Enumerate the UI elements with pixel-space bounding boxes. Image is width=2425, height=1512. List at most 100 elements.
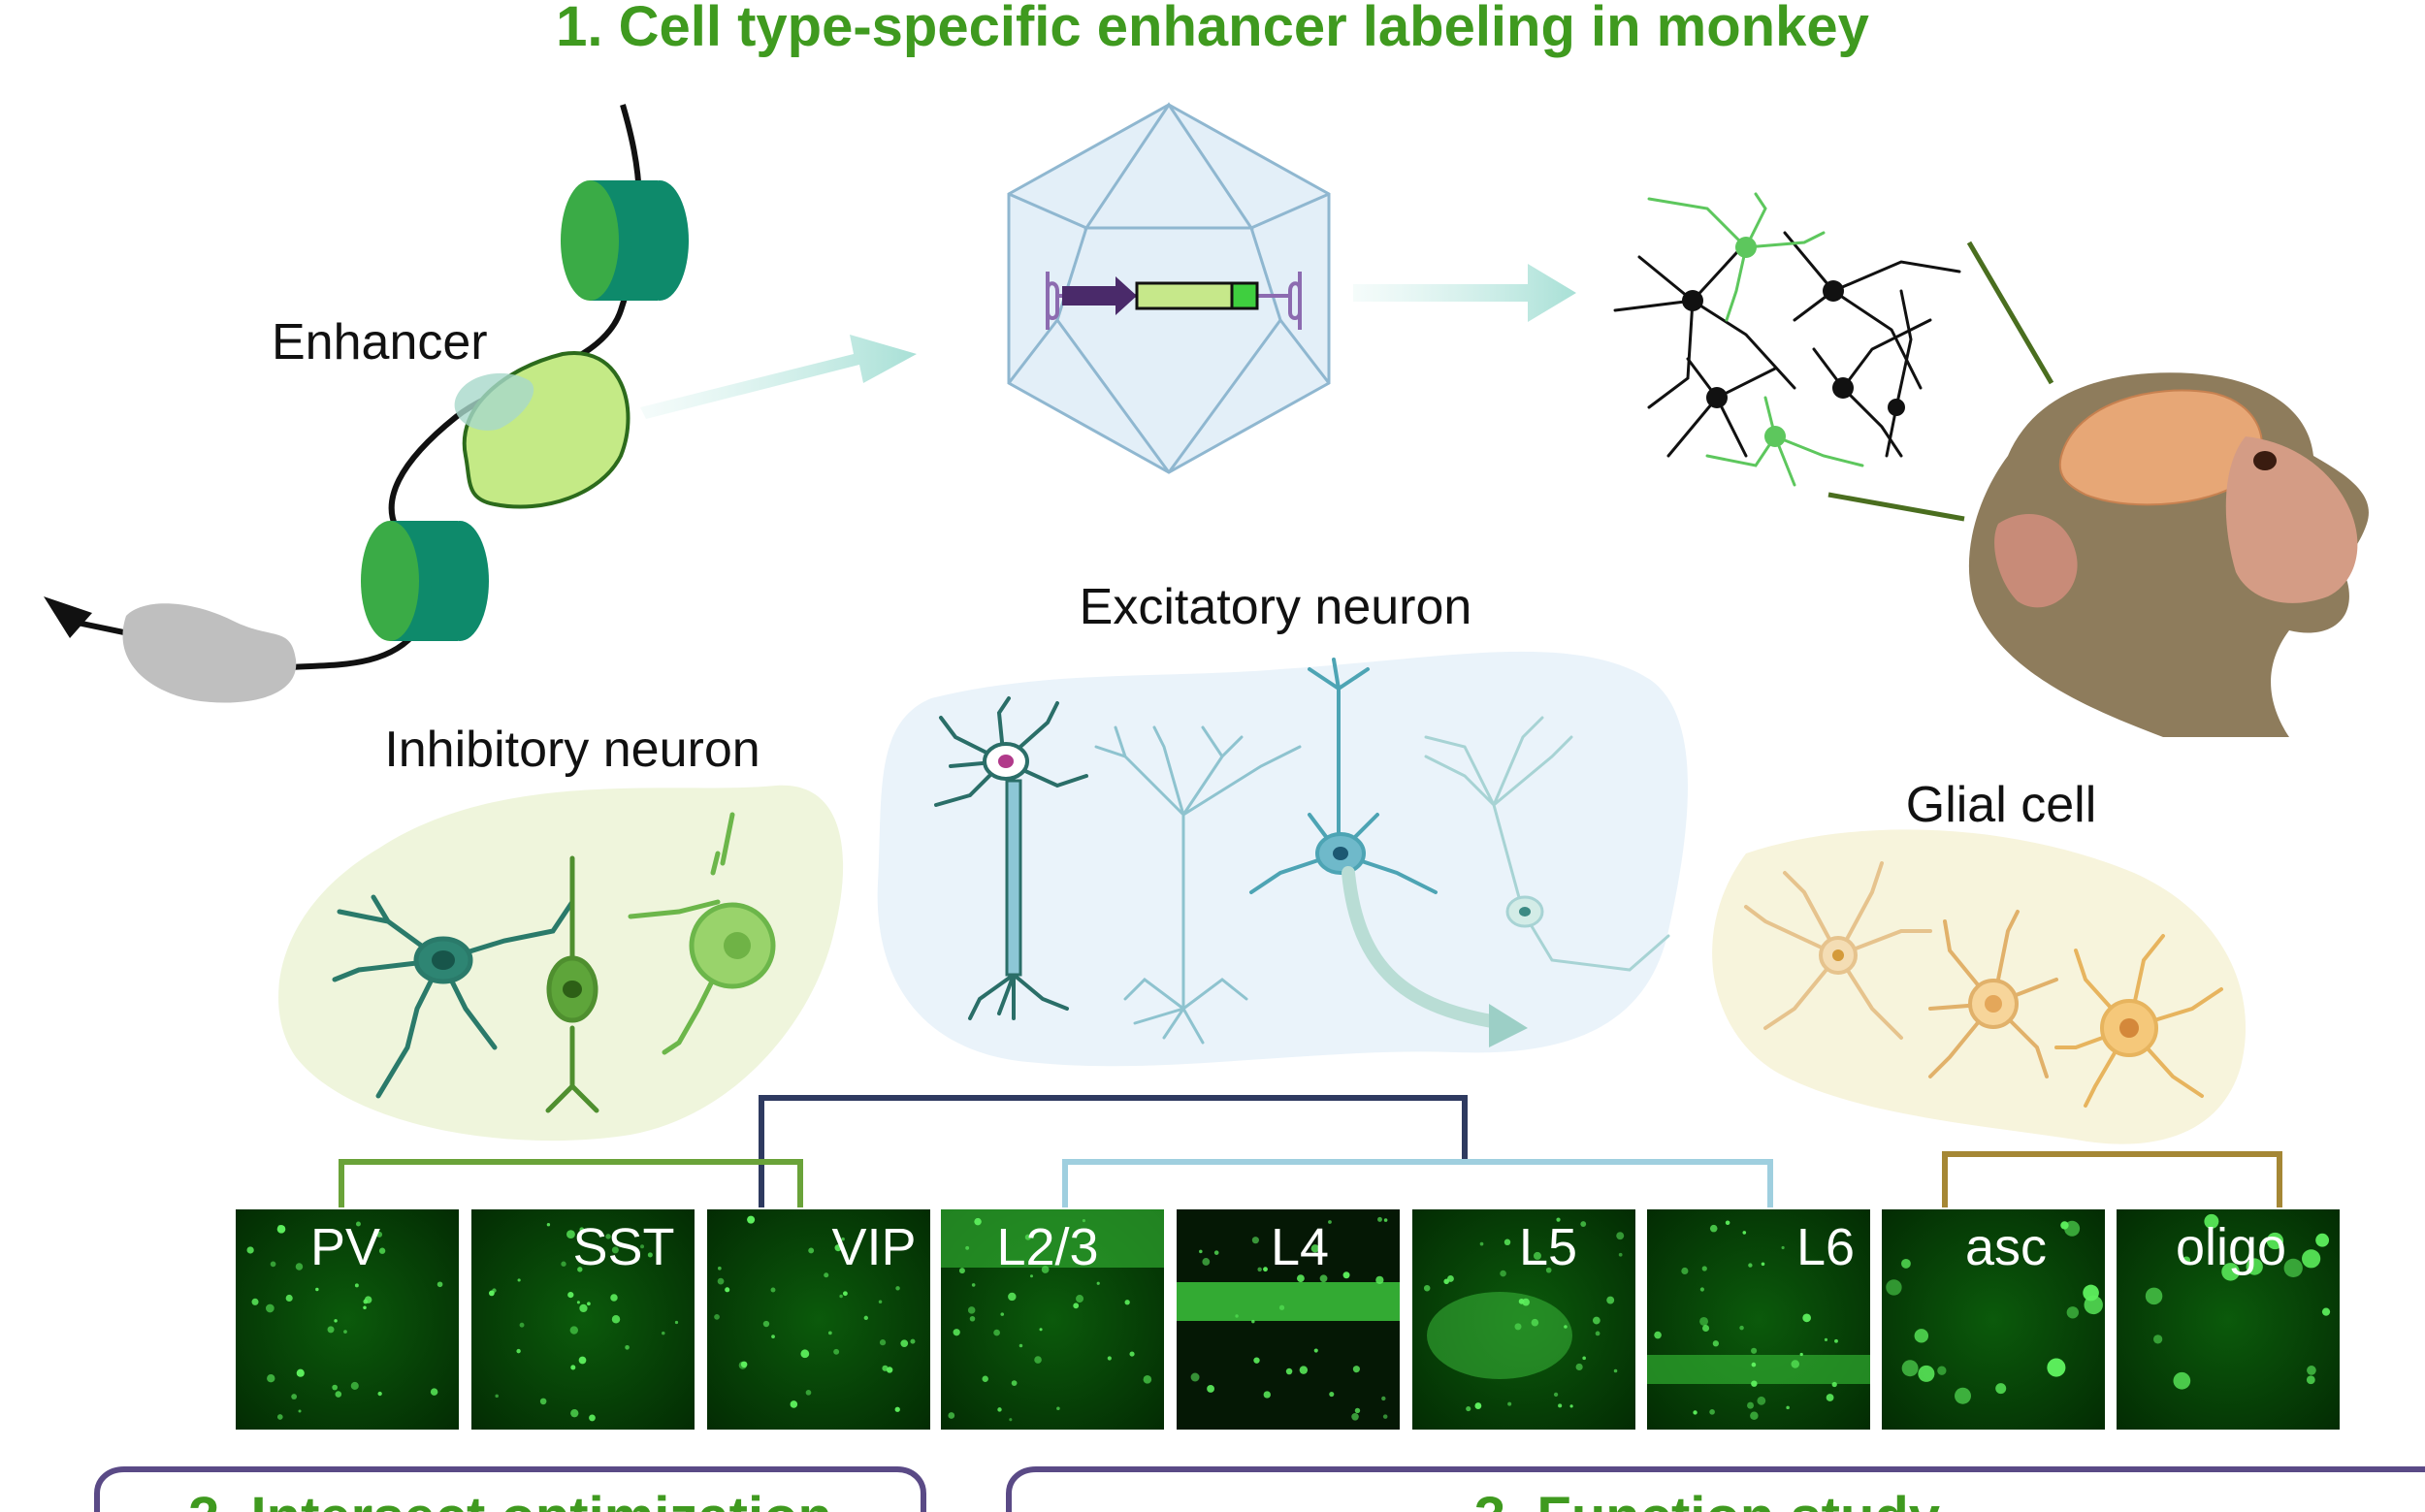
fluorescent-cell [1056,1406,1060,1410]
fluorescent-cell [270,1261,276,1268]
fluorescent-cell [1834,1338,1838,1343]
fluorescent-cell [2283,1258,2303,1278]
fluorescent-cell [1039,1328,1043,1332]
nucleosome-icon [561,180,689,301]
fluorescent-cell [662,1331,665,1335]
glial-cells-icon [1744,861,2223,1108]
fluorescent-cell [717,1266,722,1271]
neuron-network-icon [1613,192,1961,487]
fluorescent-cell [570,1365,576,1370]
fluorescent-cell [1235,1314,1239,1318]
fluorescent-cell [2145,1287,2163,1305]
fluorescent-cell [569,1326,579,1335]
fluorescent-cell [363,1305,367,1310]
fluorescent-cell [1564,1325,1568,1329]
fluorescence-tile [236,1209,459,1430]
fluorescent-cell [1129,1351,1135,1357]
flow-arrow-icon [640,335,917,419]
fluorescent-cell [378,1247,386,1254]
fluorescent-cell [267,1374,275,1383]
fluorescent-cell [1742,1231,1747,1235]
fluorescent-cell [714,1313,720,1320]
zoom-line [1827,492,1965,522]
fluorescent-cell [1202,1258,1211,1266]
fluorescent-cell [886,1367,893,1373]
fluorescent-cell [611,1246,619,1254]
fluorescent-cell [1278,1304,1285,1310]
fluorescent-cell [1606,1296,1615,1304]
nucleosome-icon [361,521,489,641]
fluorescent-cell [430,1388,438,1396]
fluorescent-cell [1514,1323,1522,1331]
fluorescent-cell [605,1234,611,1239]
fluorescent-cell [1285,1367,1293,1375]
fluorescent-cell [674,1320,679,1325]
fluorescent-cell [878,1300,883,1304]
dna-arrowhead-icon [44,596,92,638]
bottom-panel-right-title: 3. Function study [1474,1486,1940,1512]
fluorescent-cell [1263,1391,1271,1399]
fluorescent-cell [1799,1352,1803,1357]
cofactor-icon [454,372,534,431]
fluorescent-cell [1750,1411,1759,1420]
fluorescent-cell [1190,1372,1200,1382]
fluorescent-cell [1751,1380,1758,1387]
fluorescent-cell [296,1368,305,1377]
fluorescent-cell [1383,1218,1388,1222]
fluorescent-cell [1474,1402,1482,1409]
fluorescent-cell [1008,1292,1017,1302]
fluorescent-cell [1575,1363,1583,1371]
fluorescent-cell [1747,1401,1755,1409]
glial-cell-label: Glial cell [1906,777,2097,833]
excitatory-neuron-label: Excitatory neuron [1080,579,1472,635]
bottom-panel-right: 3. Function study [1006,1466,2425,1512]
fluorescent-cell [1937,1366,1947,1375]
fluorescent-cell [1757,1396,1766,1405]
fluorescent-cell [1761,1262,1765,1267]
tile-label: PV [310,1218,380,1276]
fluorescent-cell [1616,1232,1625,1240]
fluorescent-cell [2307,1366,2316,1375]
fluorescent-cell [1199,1249,1203,1254]
fluorescent-cell [1313,1348,1318,1353]
fluorescent-cell [740,1361,748,1368]
fluorescent-cell [610,1294,618,1302]
fluorescent-cell [1296,1274,1305,1283]
fluorescent-cell [1382,1414,1388,1419]
fluorescent-cell [971,1283,976,1287]
fluorescent-cell [276,1414,283,1420]
fluorescent-cell [377,1391,382,1397]
fluorescent-cell [894,1406,900,1412]
bottom-panel-left-title: 2. Intersect optimization [188,1486,832,1512]
fluorescent-cell [1531,1318,1539,1327]
fluorescent-cell [1024,1234,1031,1240]
fluorescence-tile [1882,1209,2105,1430]
tile-label: VIP [831,1218,916,1276]
fluorescent-cell [589,1414,596,1422]
fluorescent-cell [1553,1392,1559,1398]
fluorescent-cell [2084,1295,2103,1315]
fluorescent-cell [1914,1329,1929,1343]
fluorescent-cell [291,1394,298,1399]
fluorescent-cell [2221,1263,2240,1281]
fluorescent-cell [265,1303,275,1313]
inhibitory-neurons-icon [332,812,776,1113]
promoter-icon [122,603,297,703]
enhancer-label: Enhancer [272,314,488,370]
fluorescent-cell [495,1394,499,1399]
fluorescent-cell [364,1296,372,1303]
fluorescent-cell [997,1407,1002,1412]
fluorescent-cell [2302,1249,2321,1269]
fluorescent-cell [1423,1284,1431,1292]
fluorescent-cell [974,1217,982,1226]
fluorescent-cell [1786,1405,1790,1410]
fluorescent-cell [824,1272,829,1278]
fluorescence-tile [707,1209,930,1430]
fluorescent-cell [1901,1360,1919,1377]
fluorescent-cell [1702,1324,1710,1333]
fluorescent-cell [570,1409,579,1418]
fluorescent-cell [841,1237,845,1241]
fluorescent-cell [566,1230,575,1239]
